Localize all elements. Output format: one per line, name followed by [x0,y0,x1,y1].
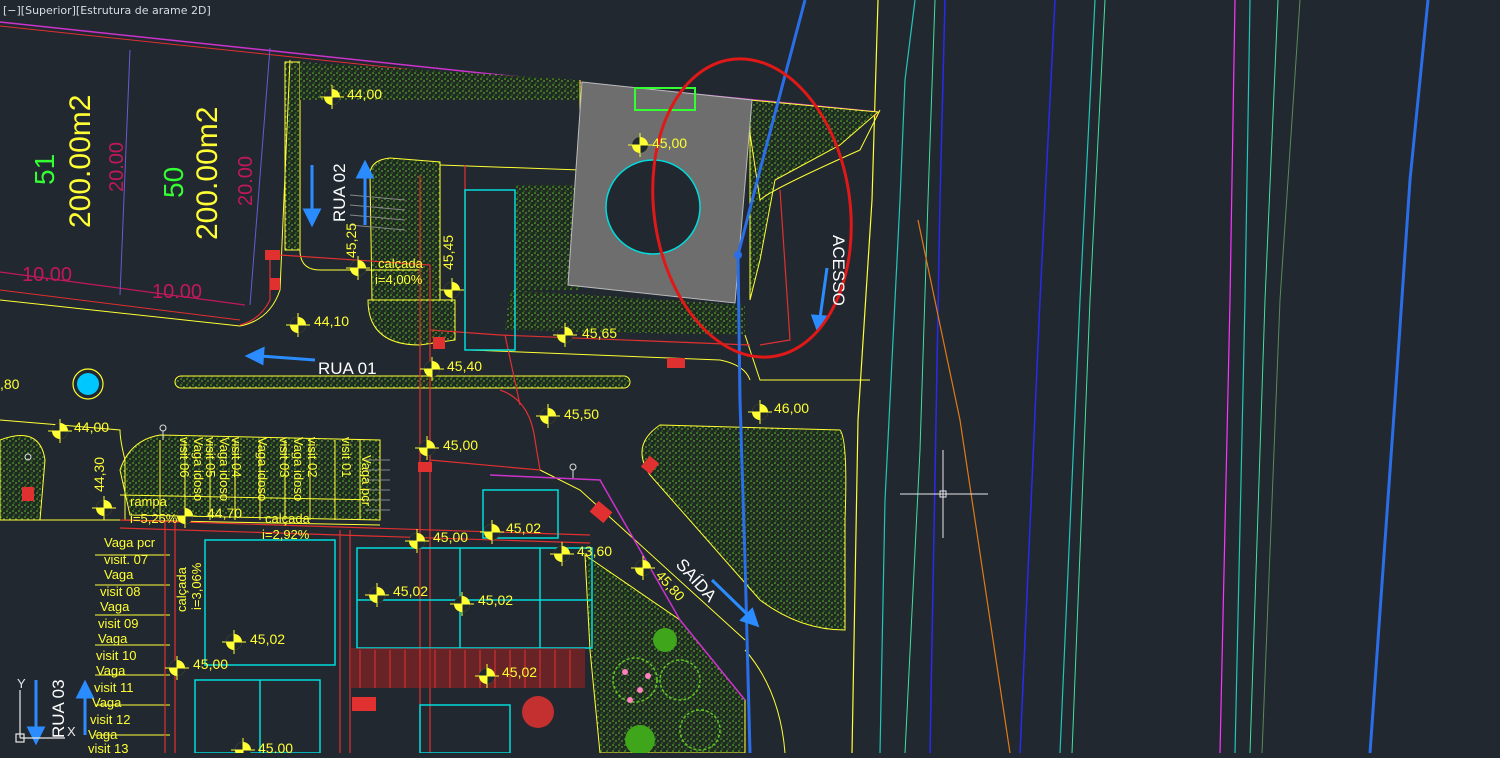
lot-side: 20.00 [106,142,128,192]
svg-text:i=3,06%: i=3,06% [189,562,204,610]
svg-text:Vaga idoso: Vaga idoso [255,437,270,501]
svg-text:visit 10: visit 10 [96,648,136,663]
trees [522,628,721,755]
svg-text:45,02: 45,02 [502,664,537,680]
svg-text:45,00: 45,00 [433,529,468,545]
stairs [350,648,585,688]
svg-text:Vaga idoso: Vaga idoso [191,437,206,501]
parking-stripes [0,440,381,736]
viewport-controls-label[interactable]: [−][Superior][Estrutura de arame 2D] [3,4,211,17]
svg-text:visit 08: visit 08 [100,584,140,599]
lot-labels: 51 200.00m2 20.00 10.00 50 200.00m2 20.0… [22,95,257,303]
lot-number: 51 [29,154,60,185]
lots [0,47,271,321]
lot-area: 200.00m2 [191,107,224,240]
svg-text:Vaga: Vaga [92,695,122,710]
svg-text:visit 09: visit 09 [98,616,138,631]
svg-text:calçada: calçada [265,511,311,526]
svg-text:visit 03: visit 03 [277,437,292,477]
svg-text:44,30: 44,30 [91,457,107,492]
svg-text:i=2,92%: i=2,92% [262,527,310,542]
svg-text:visit 05: visit 05 [203,437,218,477]
svg-text:45,40: 45,40 [447,358,482,374]
svg-text:visit 11: visit 11 [94,680,134,695]
fountain-icon [72,368,104,400]
svg-text:Vaga pcr: Vaga pcr [104,535,156,550]
street-label-rua01: RUA 01 [318,359,377,378]
svg-text:Vaga: Vaga [98,631,128,646]
svg-text:visit 12: visit 12 [90,712,130,727]
svg-text:i=5,25%: i=5,25% [130,511,178,526]
svg-text:visit 13: visit 13 [88,741,128,753]
svg-text:45,00: 45,00 [443,437,478,453]
svg-text:44,70: 44,70 [207,505,242,521]
svg-text:visit 04: visit 04 [229,437,244,477]
lot-side: 20.00 [235,156,257,206]
svg-text:45,45: 45,45 [440,235,456,270]
svg-text:,80: ,80 [0,376,20,392]
svg-text:Vaga idoso: Vaga idoso [217,437,232,501]
svg-text:45,00: 45,00 [193,656,228,672]
street-label-rua03: RUA 03 [49,679,68,738]
svg-text:calçada: calçada [378,256,424,271]
svg-text:44,10: 44,10 [314,313,349,329]
lamp-icons [24,424,577,478]
svg-text:Vaga: Vaga [96,663,126,678]
svg-text:visit 06: visit 06 [177,437,192,477]
lot-front: 10.00 [22,264,72,286]
svg-text:i=4,00%: i=4,00% [375,272,423,287]
svg-text:45,65: 45,65 [582,325,617,341]
svg-text:45,00: 45,00 [258,740,293,753]
svg-text:45,02: 45,02 [478,592,513,608]
road-lines [851,0,1430,754]
lot-area: 200.00m2 [64,95,97,228]
plaza [567,81,753,304]
svg-text:46,00: 46,00 [774,400,809,416]
lot-number: 50 [158,167,189,198]
lot-front: 10.00 [152,281,202,303]
svg-text:45,00: 45,00 [652,135,687,151]
svg-text:Y: Y [17,676,26,691]
svg-text:visit 02: visit 02 [305,437,320,477]
svg-text:45,02: 45,02 [250,631,285,647]
svg-text:Vaga: Vaga [88,727,118,742]
svg-text:44,00: 44,00 [74,419,109,435]
svg-text:45,02: 45,02 [506,520,541,536]
svg-text:45,50: 45,50 [564,406,599,422]
ucs-icon: Y X [15,676,76,743]
svg-text:Vaga: Vaga [104,567,134,582]
parking-labels-horizontal: Vaga pcr visit. 07 Vaga visit 08 Vaga vi… [88,535,156,756]
svg-text:X: X [67,724,76,739]
svg-text:visit 01: visit 01 [339,437,354,477]
svg-text:Vaga idoso: Vaga idoso [291,437,306,501]
parking-labels-vertical: visit 06 Vaga idoso visit 05 Vaga idoso … [177,437,374,507]
svg-text:45,25: 45,25 [343,223,359,258]
street-label-rua02: RUA 02 [330,163,349,222]
door-markers [22,250,685,711]
svg-text:visit. 07: visit. 07 [104,552,148,567]
svg-text:calçada: calçada [174,566,189,612]
svg-text:43,60: 43,60 [577,543,612,559]
survey-line [736,0,807,754]
svg-text:45,02: 45,02 [393,583,428,599]
svg-text:44,00: 44,00 [347,86,382,102]
street-label-acesso: ACESSO [829,235,848,306]
elevation-labels: 44,00 45,00 45,25 45,45 44,10 45,65 45,4… [0,86,809,756]
crosshair-cursor-icon [900,450,988,538]
svg-text:rampa: rampa [130,494,168,509]
slope-annotations: calçada i=4,00% rampa i=5,25% calçada i=… [130,256,424,612]
svg-text:Vaga: Vaga [100,599,130,614]
highlight-ellipse [651,57,853,359]
svg-text:Vaga pcr: Vaga pcr [359,455,374,507]
